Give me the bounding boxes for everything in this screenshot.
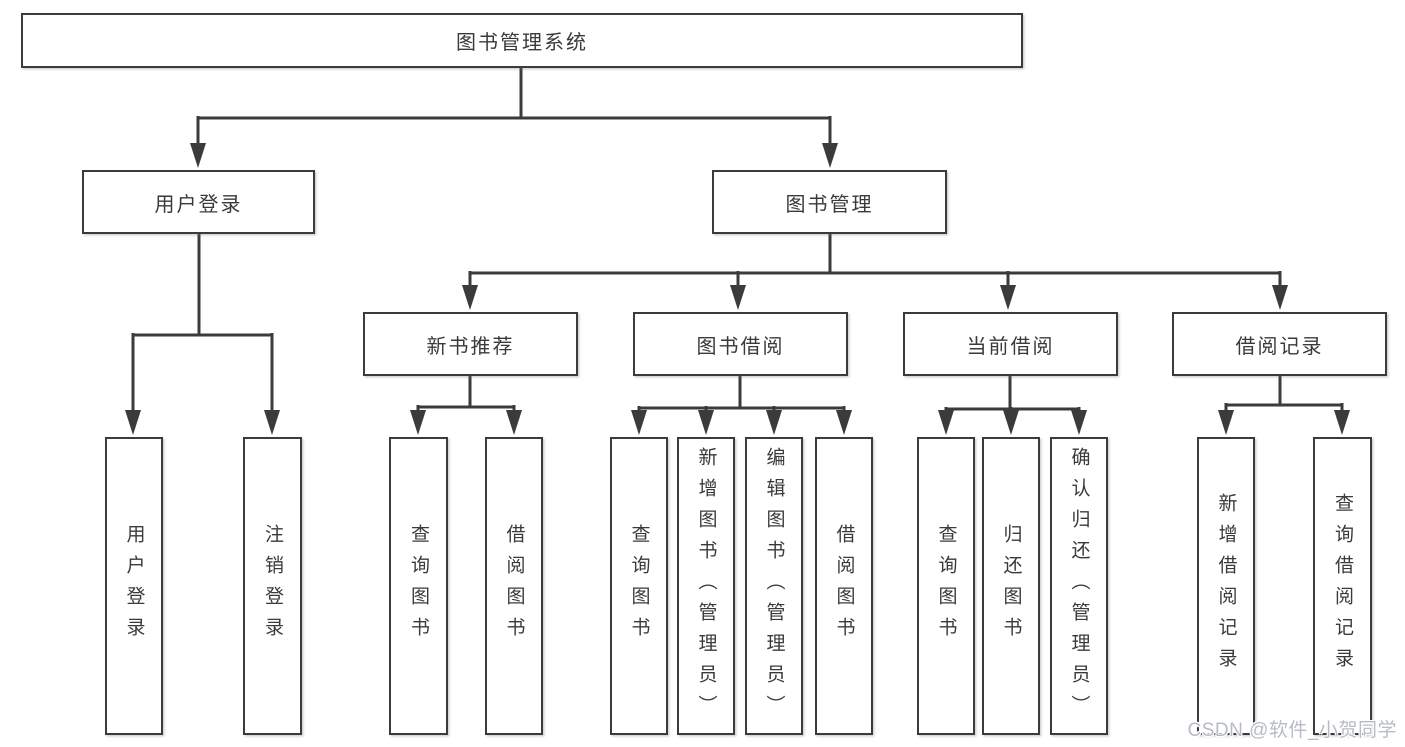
arrow-down-icon: [264, 410, 280, 435]
arrow-down-icon: [730, 285, 746, 310]
arrow-down-icon: [1334, 410, 1350, 435]
arrow-down-icon: [1000, 285, 1016, 310]
node-root: 图书管理系统: [21, 13, 1023, 68]
node-lending-records-label: 借阅记录: [1235, 335, 1324, 358]
node-new-book-recommend-label: 新书推荐: [426, 335, 515, 358]
leaf-nbr-query-books: 查询图书: [389, 437, 448, 735]
arrow-down-icon: [631, 410, 647, 435]
leaf-bl-query-books-label: 查询图书: [628, 524, 650, 648]
arrow-down-icon: [1003, 410, 1019, 435]
leaf-cl-confirm-return-admin: 确认归还（管理员）: [1050, 437, 1108, 735]
leaf-nbr-borrow-books-label: 借阅图书: [503, 524, 525, 648]
node-new-book-recommend: 新书推荐: [363, 312, 578, 376]
connector-book-lending-branch: [637, 375, 846, 413]
leaf-bl-add-books-admin: 新增图书（管理员）: [677, 437, 735, 735]
leaf-lr-add-record-label: 新增借阅记录: [1215, 493, 1237, 679]
arrow-down-icon: [698, 410, 714, 435]
connector-current-lending-branch: [944, 375, 1081, 413]
connector-lending-records-branch: [1224, 375, 1344, 413]
arrow-down-icon: [1071, 410, 1087, 435]
leaf-user-login: 用户登录: [105, 437, 163, 735]
leaf-user-login-label: 用户登录: [123, 524, 145, 648]
node-current-lending-label: 当前借阅: [966, 335, 1055, 358]
leaf-cl-confirm-return-admin-label: 确认归还（管理员）: [1068, 446, 1090, 726]
node-book-lending: 图书借阅: [633, 312, 848, 376]
leaf-lr-query-record: 查询借阅记录: [1313, 437, 1372, 735]
leaf-logout-login-label: 注销登录: [262, 524, 283, 648]
arrow-down-icon: [462, 285, 478, 310]
arrow-down-icon: [410, 410, 426, 435]
leaf-nbr-query-books-label: 查询图书: [408, 524, 429, 648]
connector-book-management-bus: [468, 234, 1282, 288]
leaf-bl-add-books-admin-label: 新增图书（管理员）: [695, 446, 717, 726]
connector-new-book-branch: [416, 375, 516, 413]
arrow-down-icon: [1218, 410, 1234, 435]
arrow-down-icon: [766, 410, 782, 435]
leaf-cl-return-books-label: 归还图书: [1000, 524, 1022, 648]
csdn-watermark: CSDN @软件_小贺同学: [1187, 720, 1397, 741]
leaf-logout-login: 注销登录: [243, 437, 302, 735]
leaf-cl-return-books: 归还图书: [982, 437, 1040, 735]
node-book-management: 图书管理: [712, 170, 947, 234]
leaf-lr-query-record-label: 查询借阅记录: [1332, 493, 1353, 679]
arrow-down-icon: [938, 410, 954, 435]
arrow-down-icon: [1272, 285, 1288, 310]
arrow-down-icon: [190, 143, 206, 168]
node-user-login-label: 用户登录: [154, 193, 243, 216]
connector-root-to-level2: [196, 68, 832, 146]
arrow-down-icon: [836, 410, 852, 435]
leaf-cl-query-books-label: 查询图书: [935, 524, 957, 648]
node-lending-records: 借阅记录: [1172, 312, 1387, 376]
leaf-bl-edit-books-admin: 编辑图书（管理员）: [745, 437, 803, 735]
connector-user-login-branch: [131, 234, 274, 413]
leaf-lr-add-record: 新增借阅记录: [1197, 437, 1255, 735]
leaf-cl-query-books: 查询图书: [917, 437, 975, 735]
node-book-lending-label: 图书借阅: [696, 335, 785, 358]
leaf-bl-query-books: 查询图书: [610, 437, 668, 735]
leaf-bl-borrow-books: 借阅图书: [815, 437, 873, 735]
node-book-management-label: 图书管理: [785, 193, 874, 216]
leaf-nbr-borrow-books: 借阅图书: [485, 437, 543, 735]
arrow-down-icon: [822, 143, 838, 168]
node-root-label: 图书管理系统: [456, 32, 588, 54]
leaf-bl-borrow-books-label: 借阅图书: [833, 524, 855, 648]
leaf-bl-edit-books-admin-label: 编辑图书（管理员）: [763, 446, 785, 726]
node-user-login: 用户登录: [82, 170, 315, 234]
arrow-down-icon: [506, 410, 522, 435]
node-current-lending: 当前借阅: [903, 312, 1118, 376]
arrow-down-icon: [125, 410, 141, 435]
arrowheads: [125, 143, 1350, 435]
